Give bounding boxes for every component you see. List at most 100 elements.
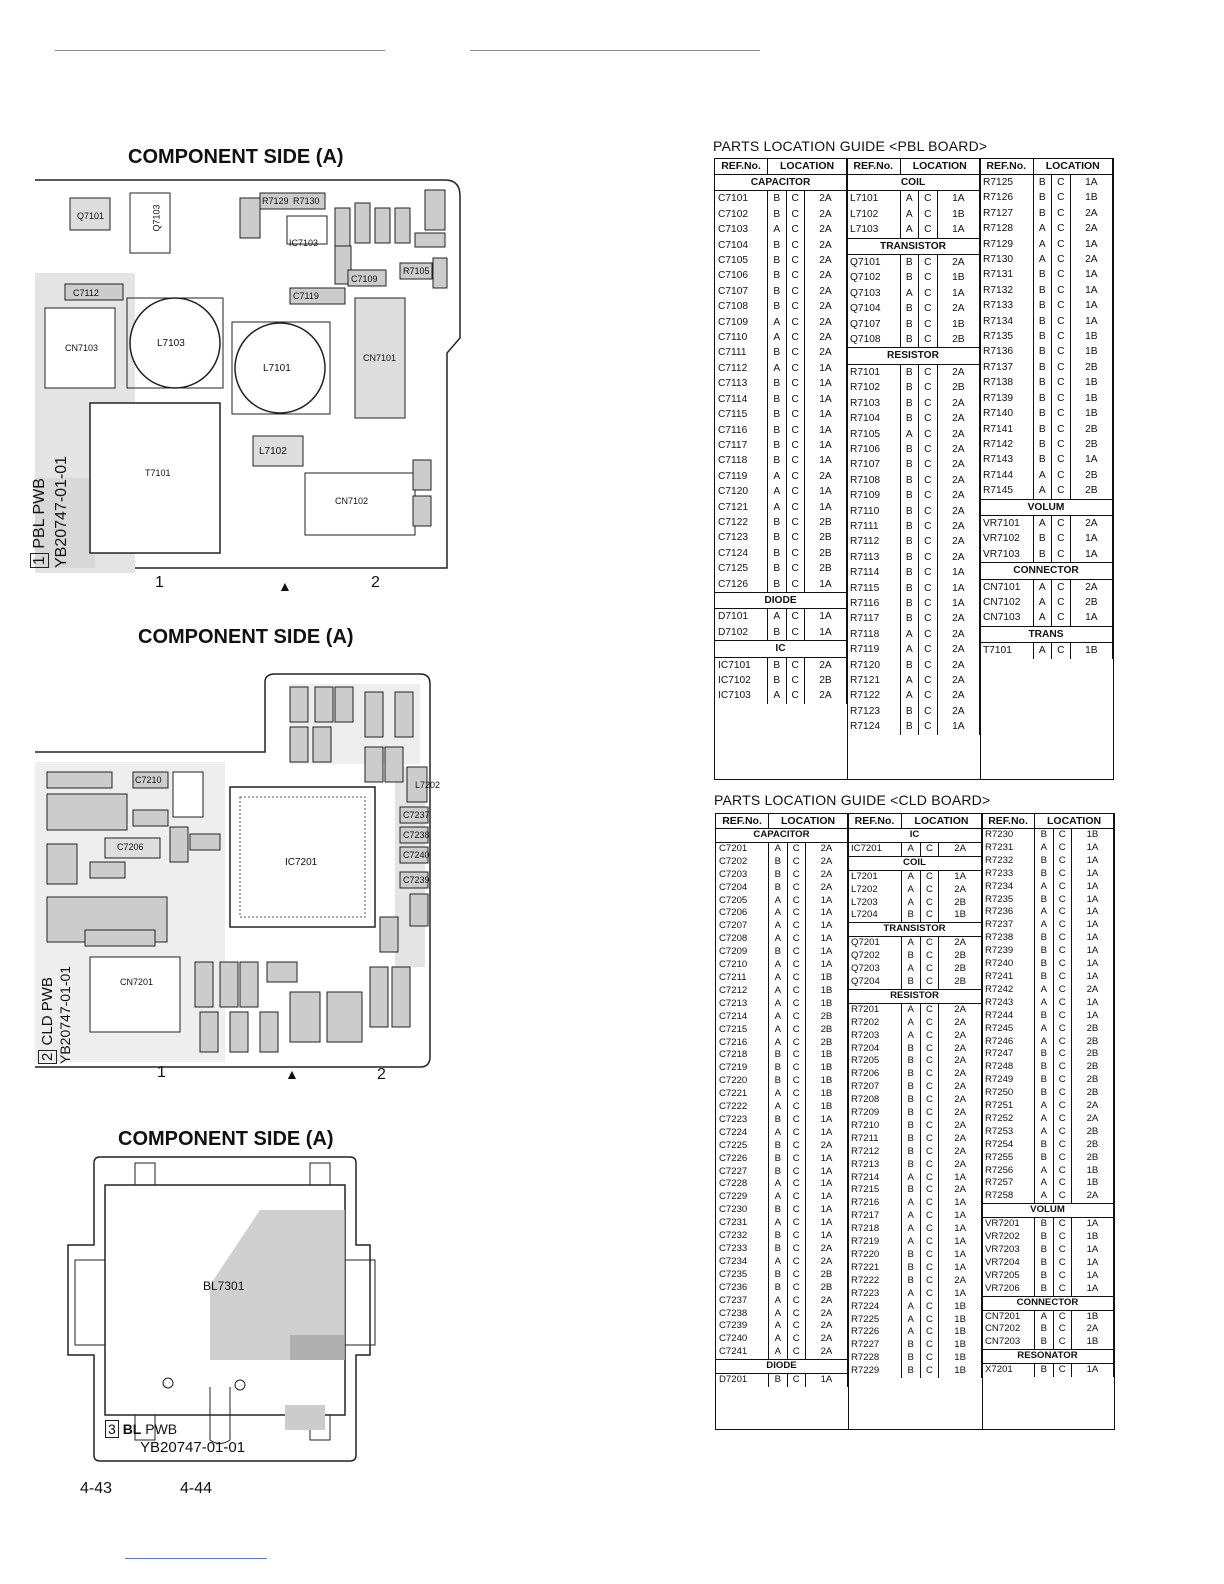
ref-number: R7116 [847,595,901,612]
location-cell: C [918,411,938,427]
ref-number: CN7102 [980,594,1034,611]
location-cell: 1A [1071,867,1115,881]
location-cell: C [1051,610,1071,627]
location-cell: C [786,561,805,577]
ref-number: CN7201 [982,1310,1036,1324]
ref-number: Q7104 [847,301,901,317]
location-cell: 2A [804,190,848,207]
location-cell: A [768,1307,788,1321]
location-cell: B [1034,828,1054,842]
comp-label: C7206 [117,842,144,852]
location-cell: 2B [938,950,982,964]
location-cell: A [1034,1177,1054,1191]
category-header: DIODE [715,591,847,610]
location-cell: A [1034,1310,1054,1324]
location-cell: 2B [805,1010,849,1024]
location-cell: B [1034,945,1054,959]
ref-number: C7218 [716,1049,770,1063]
location-cell: B [767,283,787,300]
ref-number: R7117 [847,611,901,627]
ref-number: R7129 [980,236,1034,253]
location-cell: 2A [937,534,981,550]
ref-number: R7233 [982,867,1036,881]
ref-number: C7234 [716,1255,770,1269]
location-cell: 1A [1070,313,1114,330]
ref-number: Q7202 [848,950,902,964]
location-cell: 1A [1070,610,1114,627]
location-cell: 1A [937,190,981,207]
ref-number: C7216 [716,1036,770,1050]
location-cell: C [920,1003,940,1017]
ref-number: R7228 [848,1352,902,1366]
location-cell: B [900,301,920,317]
location-cell: 2B [938,896,982,910]
location-cell: 2A [937,626,981,643]
location-cell: C [1051,546,1071,563]
location-cell: C [787,1268,806,1282]
ref-number: R7227 [848,1339,902,1353]
comp-label: T7101 [145,468,171,478]
location-cell: A [901,1326,921,1340]
ref-number: C7228 [716,1178,770,1192]
ref-number: C7116 [715,422,769,438]
location-cell: C [1051,329,1071,345]
location-cell: B [900,549,920,566]
location-cell: 1B [938,1339,982,1353]
location-cell: A [767,688,787,704]
ref-number: C7212 [716,984,770,998]
location-cell: A [767,360,787,377]
ref-number: C7103 [715,222,769,238]
location-cell: A [901,1223,921,1237]
ref-number: R7217 [848,1210,902,1224]
location-cell: 2A [937,642,981,658]
location-cell: C [1051,282,1071,299]
location-cell: C [787,881,806,895]
location-cell: C [787,1023,806,1037]
location-cell: A [767,484,787,500]
location-cell: B [1034,1323,1054,1337]
location-cell: B [767,453,787,469]
location-cell: B [768,1204,788,1218]
location-cell: 2B [1071,1061,1115,1075]
location-cell: A [767,222,787,238]
pbl-heading: COMPONENT SIDE (A) [128,146,344,168]
ref-number: R7130 [980,252,1034,268]
location-cell: C [1053,1177,1072,1191]
ref-number: C7206 [716,907,770,921]
location-cell: 1B [937,270,981,286]
category-header: CAPACITOR [715,173,847,192]
ref-number: R7205 [848,1055,902,1069]
location-cell: B [900,472,920,489]
location-cell: C [918,285,938,302]
ref-number: C7233 [716,1243,770,1256]
location-cell: B [767,673,787,689]
location-cell: B [900,518,920,535]
location-cell: B [901,1055,921,1069]
location-cell: 2A [937,254,981,271]
location-cell: A [901,1287,921,1301]
category-header: VOLUM [982,1203,1114,1219]
location-cell: 1B [1071,1177,1115,1191]
location-cell: 1A [1071,880,1115,894]
location-cell: 1B [1070,329,1114,345]
location-cell: 1B [938,1352,982,1366]
location-cell: B [1034,958,1054,971]
location-cell: B [900,657,920,673]
location-cell: B [1034,1138,1054,1152]
